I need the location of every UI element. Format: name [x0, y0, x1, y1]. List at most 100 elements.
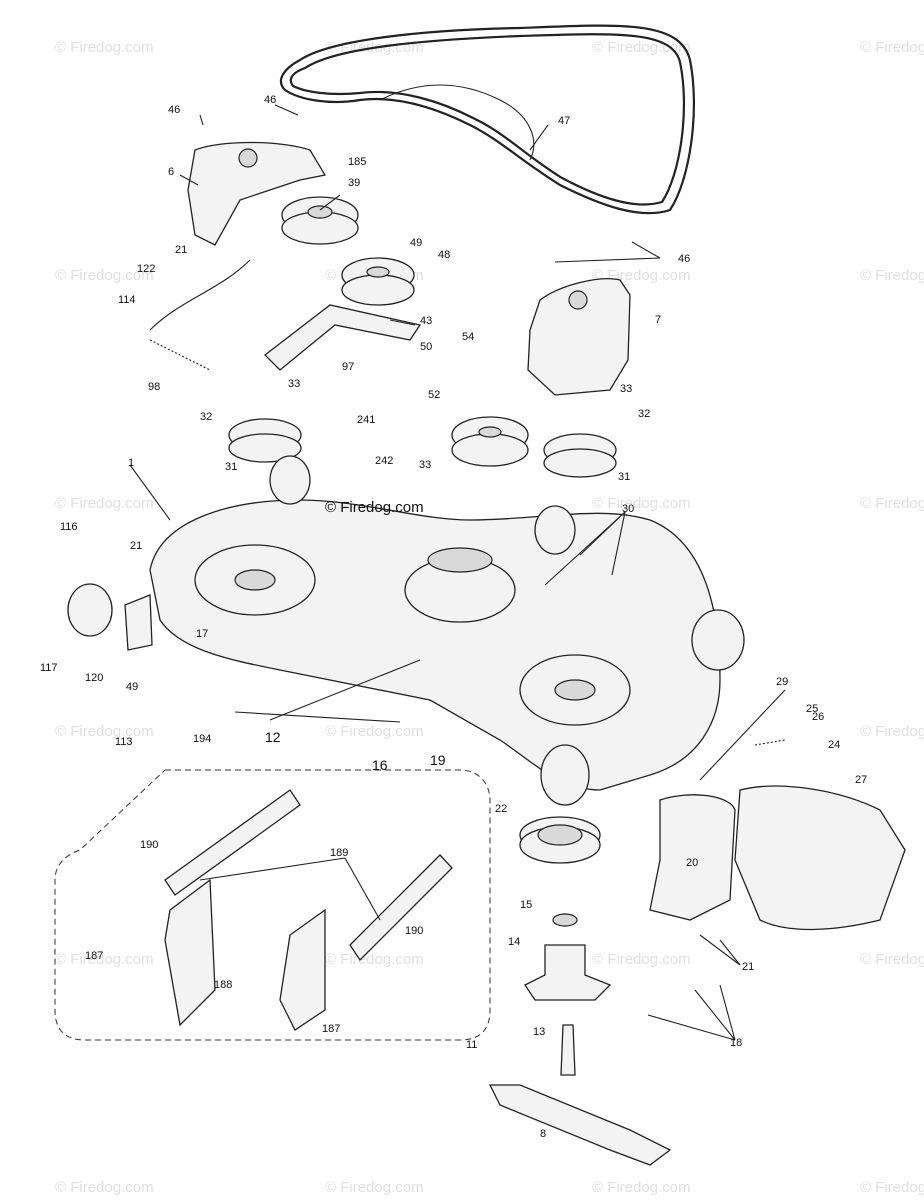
- spindle: [234, 569, 276, 591]
- idler-rod: [149, 259, 251, 331]
- cover-knob: [568, 290, 588, 310]
- callout: 30: [622, 503, 634, 515]
- callout: 49: [410, 237, 422, 249]
- pulley-hub: [366, 266, 390, 278]
- callout: 190: [405, 925, 423, 937]
- watermark: © Firedog.com: [55, 951, 154, 968]
- chute-deflector: [649, 794, 736, 921]
- belt-cover-left: [187, 141, 327, 246]
- callout: 32: [200, 411, 212, 423]
- callout: 22: [495, 803, 507, 815]
- callout: 33: [288, 378, 300, 390]
- callout: 114: [118, 294, 136, 306]
- deck-wheel: [691, 609, 745, 671]
- hanger-bracket: [279, 908, 326, 1031]
- watermark: © Firedog.com: [55, 495, 154, 512]
- callout: 113: [115, 736, 133, 748]
- watermark: © Firedog.com: [592, 495, 691, 512]
- callout: 46: [168, 104, 180, 116]
- callout: 17: [196, 628, 208, 640]
- callout: 8: [540, 1128, 546, 1140]
- callout: 7: [655, 314, 661, 326]
- watermark: © Firedog.com: [860, 495, 924, 512]
- stabilizer-rod: [234, 711, 401, 723]
- callout: 43: [420, 315, 432, 327]
- callout: 13: [533, 1026, 545, 1038]
- bearing-bore: [537, 824, 583, 846]
- callout: 48: [438, 249, 450, 261]
- idler-pulley-rim: [341, 274, 415, 306]
- watermark: © Firedog.com: [325, 951, 424, 968]
- deck-pulley-left-rim: [228, 433, 302, 463]
- deck-bracket: [124, 594, 153, 651]
- center-watermark: © Firedog.com: [325, 499, 424, 516]
- watermark: © Firedog.com: [55, 723, 154, 740]
- callout: 190: [140, 839, 158, 851]
- watermark: © Firedog.com: [860, 267, 924, 284]
- callout: 120: [85, 672, 103, 684]
- callout: 16: [372, 757, 388, 773]
- watermark: © Firedog.com: [860, 723, 924, 740]
- watermark: © Firedog.com: [55, 267, 154, 284]
- deck-pulley-right-rim: [543, 448, 617, 478]
- callout: 29: [776, 676, 788, 688]
- callout: 189: [330, 847, 348, 859]
- callout: 19: [430, 752, 446, 768]
- mower-deck: [149, 499, 721, 791]
- callout: 21: [742, 961, 754, 973]
- callout: 18: [730, 1037, 742, 1049]
- callout: 24: [828, 739, 840, 751]
- watermark: © Firedog.com: [325, 723, 424, 740]
- callout: 11: [466, 1039, 477, 1051]
- hanger-bracket: [164, 878, 216, 1027]
- callout: 20: [686, 857, 698, 869]
- callout: 194: [193, 733, 211, 745]
- lift-link: [349, 854, 453, 962]
- watermark: © Firedog.com: [860, 39, 924, 56]
- callout: 21: [175, 244, 187, 256]
- callout: 33: [419, 459, 431, 471]
- callout: 31: [618, 471, 630, 483]
- callout: 21: [130, 540, 142, 552]
- pulley-hub: [478, 426, 502, 438]
- watermark: © Firedog.com: [592, 951, 691, 968]
- lift-link: [164, 789, 301, 896]
- pulley-hub: [307, 205, 333, 219]
- callout: 187: [322, 1023, 340, 1035]
- callout: 46: [264, 94, 276, 106]
- idler-spring: [149, 339, 211, 371]
- callout: 97: [342, 361, 354, 373]
- deck-wheel: [269, 455, 311, 505]
- callout: 52: [428, 389, 440, 401]
- spindle-shaft: [560, 1024, 576, 1076]
- watermark: © Firedog.com: [325, 1179, 424, 1196]
- gauge-wheel: [67, 583, 113, 637]
- callout: 98: [148, 381, 160, 393]
- drive-belt: [279, 24, 695, 215]
- callout: 241: [357, 414, 375, 426]
- callout: 122: [137, 263, 155, 275]
- belt-cover-right: [527, 278, 631, 396]
- callout: 14: [508, 936, 520, 948]
- center-spindle-pulley: [427, 547, 493, 573]
- callout: 54: [462, 331, 474, 343]
- spindle: [554, 679, 596, 701]
- callout: 32: [638, 408, 650, 420]
- leader-lines: [129, 104, 786, 1041]
- callout: 49: [126, 681, 138, 693]
- callout: 15: [520, 899, 532, 911]
- spindle-washer: [552, 913, 578, 927]
- callout: 242: [375, 455, 393, 467]
- callout: 12: [265, 729, 281, 745]
- chute-spring: [754, 739, 786, 746]
- callout: 117: [40, 662, 58, 674]
- drive-belt-inner: [289, 33, 685, 206]
- callout: 1: [128, 457, 134, 469]
- spindle-housing: [524, 944, 612, 1001]
- callout: 188: [214, 979, 232, 991]
- callout-layer: 46 46 6 185 39 47 49 48 43 50 97 21 122 …: [40, 94, 867, 1140]
- callout: 50: [420, 341, 432, 353]
- deck-wheel: [534, 505, 576, 555]
- callout: 185: [348, 156, 366, 168]
